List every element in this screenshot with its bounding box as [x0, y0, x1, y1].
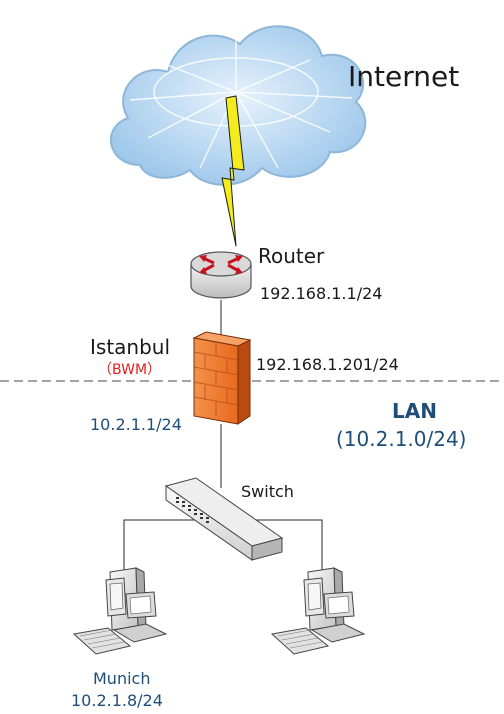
lan-subnet-label: (10.2.1.0/24) [336, 427, 467, 451]
switch-label: Switch [241, 482, 294, 501]
firewall-wan-ip-label: 192.168.1.201/24 [256, 355, 399, 374]
router-ip-label: 192.168.1.1/24 [260, 284, 382, 303]
switch-left-pc-link [123, 519, 221, 572]
computer-icon [72, 567, 168, 655]
router-label: Router [258, 244, 325, 268]
internet-label: Internet [348, 60, 459, 93]
lightning-icon [221, 95, 245, 247]
cloud-icon [109, 25, 367, 186]
pc-ip-label: 10.2.1.8/24 [71, 691, 163, 710]
firewall-lan-ip-label: 10.2.1.1/24 [90, 415, 182, 434]
computer-icon [270, 567, 366, 655]
firewall-icon [192, 331, 252, 425]
lan-title-label: LAN [392, 399, 437, 423]
pc-name-label: Munich [93, 669, 150, 688]
firewall-tag-label: （BWM） [98, 362, 161, 378]
switch-icon [164, 477, 284, 561]
firewall-name-label: Istanbul [90, 335, 170, 359]
router-icon [190, 251, 252, 299]
